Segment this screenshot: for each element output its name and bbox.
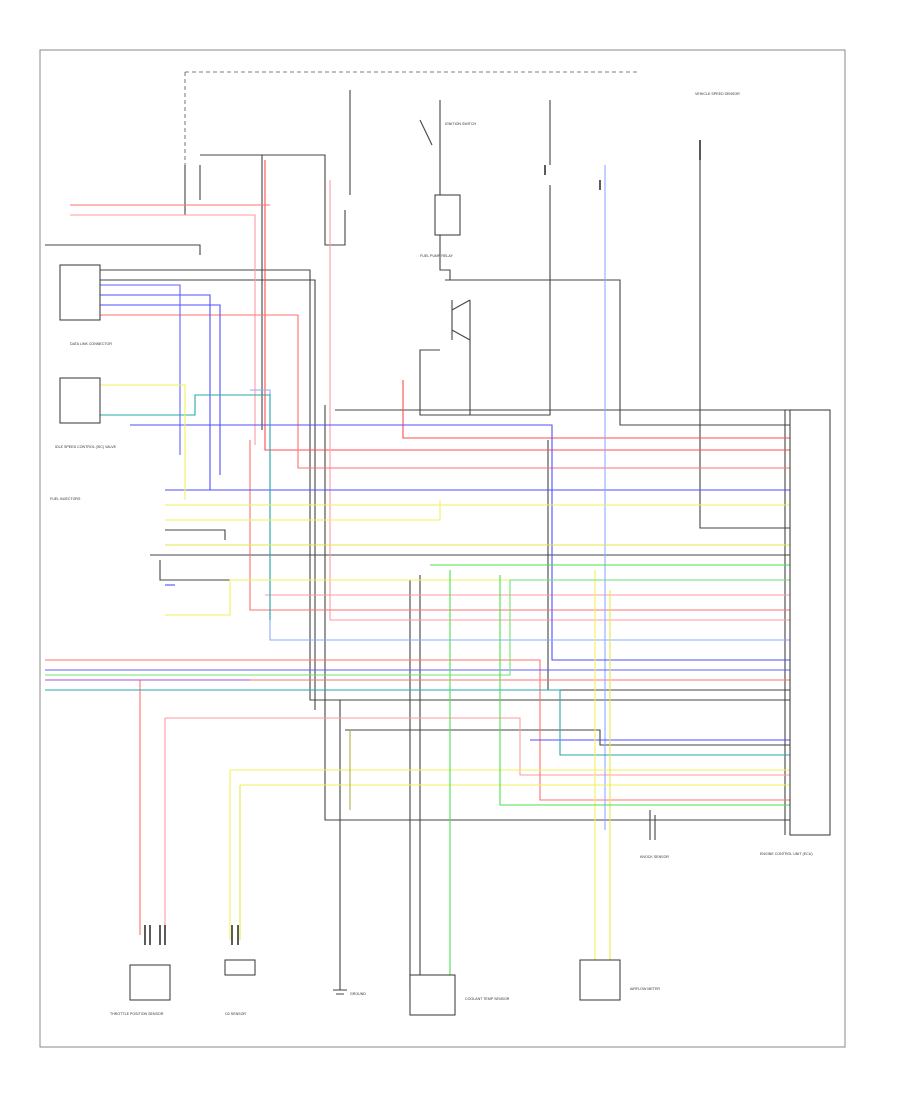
svg-text:AIRFLOW METER: AIRFLOW METER (630, 987, 660, 991)
coolant-temp-sensor: COOLANT TEMP SENSOR (409, 974, 510, 1016)
o2-sensor: O2 SENSOR (224, 959, 256, 1016)
green-wires (45, 564, 790, 990)
fuel-pump-relay: FUEL PUMP RELAY (420, 194, 461, 258)
svg-text:IDLE SPEED CONTROL (ISC) VALVE: IDLE SPEED CONTROL (ISC) VALVE (55, 445, 117, 449)
data-link-connector: DATA LINK CONNECTOR (59, 264, 112, 346)
yellow-wires (100, 384, 790, 960)
throttle-position-sensor: THROTTLE POSITION SENSOR (110, 964, 171, 1016)
svg-text:KNOCK SENSOR: KNOCK SENSOR (640, 855, 669, 859)
svg-text:ENGINE CONTROL UNIT (ECU): ENGINE CONTROL UNIT (ECU) (760, 852, 813, 856)
svg-text:VEHICLE SPEED SENSOR: VEHICLE SPEED SENSOR (695, 92, 740, 96)
svg-text:FUEL INJECTORS: FUEL INJECTORS (50, 497, 81, 501)
ecu: ENGINE CONTROL UNIT (ECU) (760, 409, 831, 856)
teal-wires (45, 394, 790, 756)
knock-sensor: KNOCK SENSOR (640, 855, 669, 859)
svg-text:FUEL PUMP RELAY: FUEL PUMP RELAY (420, 254, 453, 258)
fuel-injectors: FUEL INJECTORS (50, 497, 81, 501)
svg-text:DATA LINK CONNECTOR: DATA LINK CONNECTOR (70, 342, 112, 346)
idle-speed-control-valve: IDLE SPEED CONTROL (ISC) VALVE (55, 377, 117, 449)
svg-text:O2 SENSOR: O2 SENSOR (225, 1012, 246, 1016)
connector-stubs (144, 140, 701, 945)
svg-text:GROUND: GROUND (350, 992, 366, 996)
svg-text:THROTTLE POSITION SENSOR: THROTTLE POSITION SENSOR (110, 1012, 164, 1016)
diagram-frame (39, 49, 846, 1048)
ground-symbol: GROUND (333, 989, 366, 996)
black-wires (45, 90, 790, 990)
ignition-switch: IGNITION SWITCH (419, 119, 477, 146)
airflow-meter: AIRFLOW METER (579, 959, 660, 1001)
transistor-symbol (451, 299, 471, 341)
svg-text:IGNITION SWITCH: IGNITION SWITCH (445, 122, 477, 126)
svg-text:COOLANT TEMP SENSOR: COOLANT TEMP SENSOR (465, 997, 510, 1001)
vehicle-speed-sensor: VEHICLE SPEED SENSOR (695, 92, 740, 96)
red-wires (45, 160, 790, 935)
